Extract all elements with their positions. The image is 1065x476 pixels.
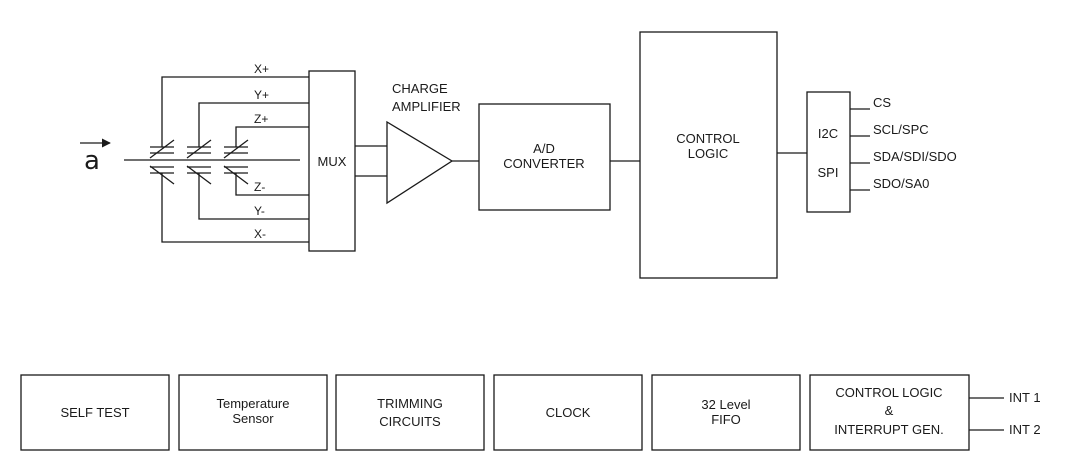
pin-scl-spc: SCL/SPC [873, 122, 929, 137]
control-logic-label-line2: LOGIC [688, 146, 728, 161]
fifo-block [651, 374, 801, 451]
int1-label: INT 1 [1009, 390, 1041, 405]
mux-input-y-minus: Y- [254, 204, 265, 218]
fifo-label-line2: FIFO [711, 412, 741, 427]
trimming-label-line1: TRIMMING [377, 396, 443, 411]
interrupt-logic-label-line3: INTERRUPT GEN. [834, 422, 944, 437]
mux-input-y-plus: Y+ [254, 88, 269, 102]
mux-input-x-plus: X+ [254, 62, 269, 76]
serial-interface-block [806, 91, 851, 213]
charge-amplifier-triangle [386, 120, 454, 205]
acceleration-symbol: a [84, 146, 100, 176]
mux-block [308, 70, 356, 252]
pin-cs: CS [873, 95, 891, 110]
interrupt-logic-label-line2: & [885, 403, 894, 418]
pin-sda-sdi-sdo: SDA/SDI/SDO [873, 149, 957, 164]
self-test-block [20, 374, 170, 451]
interrupt-logic-block [809, 374, 970, 451]
adc-block [478, 103, 611, 211]
int2-label: INT 2 [1009, 422, 1041, 437]
temperature-sensor-label-line2: Sensor [232, 411, 274, 426]
clock-label: CLOCK [546, 405, 591, 420]
mux-label: MUX [318, 154, 347, 169]
mux-input-x-minus: X- [254, 227, 266, 241]
charge-amplifier-label-line1: CHARGE [392, 81, 448, 96]
self-test-label: SELF TEST [60, 405, 129, 420]
clock-block [493, 374, 643, 451]
charge-amplifier-label-line2: AMPLIFIER [392, 99, 461, 114]
pin-sdo-sa0: SDO/SA0 [873, 176, 929, 191]
temperature-sensor-block [178, 374, 328, 451]
mux-input-wiring [161, 76, 309, 243]
fifo-label-line1: 32 Level [701, 397, 750, 412]
trimming-label-line2: CIRCUITS [379, 414, 441, 429]
interface-pin-lines [850, 108, 870, 191]
temperature-sensor-label-line1: Temperature [217, 396, 290, 411]
adc-label-line2: CONVERTER [503, 156, 584, 171]
i2c-label: I2C [818, 126, 838, 141]
mux-input-z-minus: Z- [254, 180, 265, 194]
adc-label-line1: A/D [533, 141, 555, 156]
control-logic-label-line1: CONTROL [676, 131, 740, 146]
control-logic-block [639, 31, 778, 279]
trimming-circuits-block [335, 374, 485, 451]
mux-input-z-plus: Z+ [254, 112, 268, 126]
acceleration-input: a [80, 138, 300, 176]
spi-label: SPI [818, 165, 839, 180]
interrupt-logic-label-line1: CONTROL LOGIC [835, 385, 942, 400]
